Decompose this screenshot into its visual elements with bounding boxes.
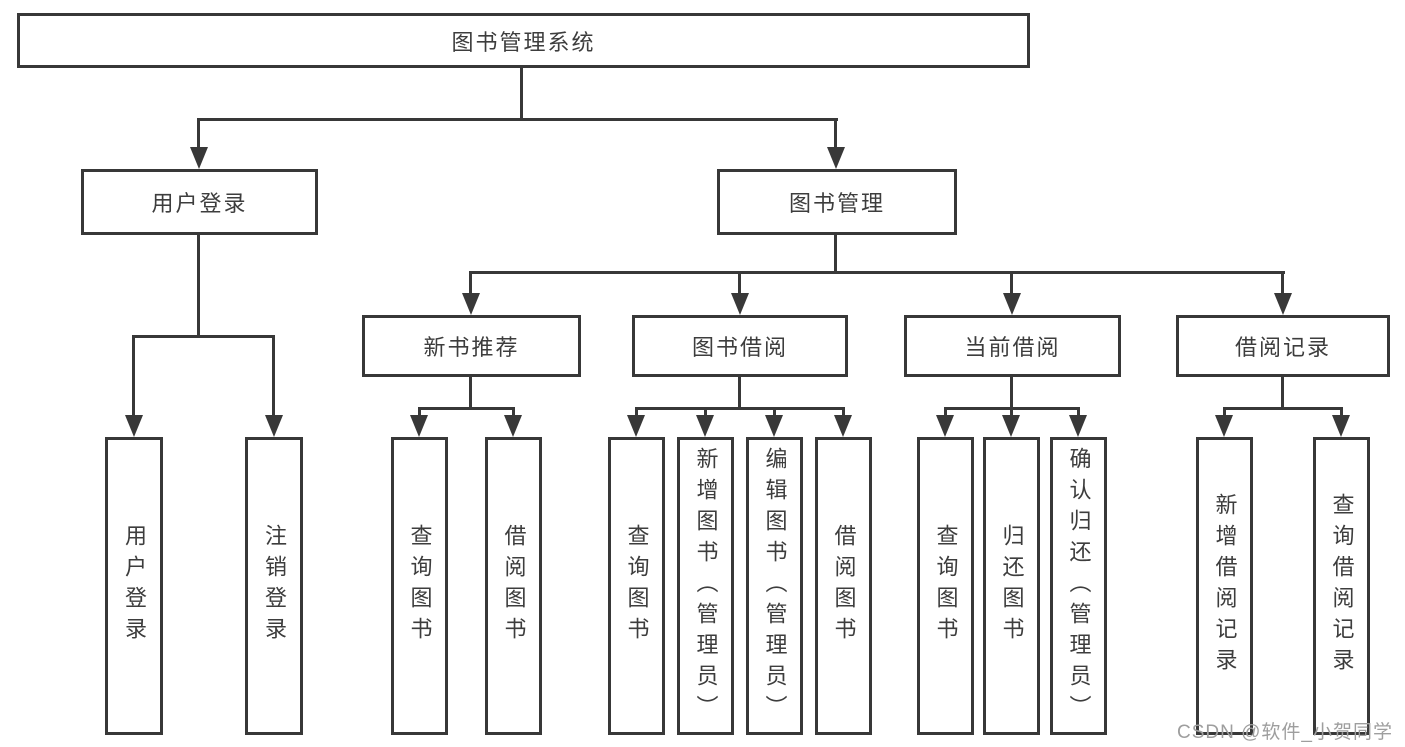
connector-borrowing-records-stem <box>1281 377 1284 407</box>
leaf-borrowing-edit-books-admin: 编辑图书（管理员） <box>746 437 803 735</box>
leaf-records-query-record: 查询借阅记录 <box>1313 437 1370 735</box>
arrow-down-icon <box>627 415 645 437</box>
connector-drop-leaf <box>1223 407 1226 417</box>
connector-drop-new-book <box>469 271 472 295</box>
leaf-logout: 注销登录 <box>245 437 303 735</box>
connector-user-login-bar <box>132 335 275 338</box>
leaf-current-return-books: 归还图书 <box>983 437 1040 735</box>
arrow-down-icon <box>1274 293 1292 315</box>
node-label: 查询图书 <box>933 524 959 648</box>
connector-user-login-stem <box>197 235 200 335</box>
node-library-management-system: 图书管理系统 <box>17 13 1030 68</box>
node-label: 借阅记录 <box>1234 335 1331 360</box>
connector-new-book-stem <box>469 377 472 407</box>
connector-drop-leaf <box>272 335 275 417</box>
arrow-down-icon <box>936 415 954 437</box>
arrow-down-icon <box>1332 415 1350 437</box>
connector-drop-current-borrowing <box>1010 271 1013 295</box>
node-label: 借阅图书 <box>831 524 857 648</box>
connector-book-management-stem <box>834 235 837 271</box>
connector-drop-book-borrowing <box>738 271 741 295</box>
connector-drop-borrowing-records <box>1281 271 1284 295</box>
connector-drop-leaf <box>418 407 421 417</box>
arrow-down-icon <box>265 415 283 437</box>
node-label: 归还图书 <box>999 524 1025 648</box>
node-new-book-recommend: 新书推荐 <box>362 315 581 377</box>
node-label: 编辑图书（管理员） <box>762 446 788 726</box>
arrow-down-icon <box>827 147 845 169</box>
arrow-down-icon <box>410 415 428 437</box>
leaf-borrowing-query-books: 查询图书 <box>608 437 665 735</box>
connector-borrowing-records-bar <box>1223 407 1343 410</box>
connector-drop-user-login <box>197 118 200 148</box>
leaf-current-confirm-return-admin: 确认归还（管理员） <box>1050 437 1107 735</box>
node-label: 确认归还（管理员） <box>1066 446 1092 726</box>
connector-drop-leaf <box>1340 407 1343 417</box>
arrow-down-icon <box>696 415 714 437</box>
arrow-down-icon <box>765 415 783 437</box>
arrow-down-icon <box>1002 415 1020 437</box>
connector-drop-leaf <box>635 407 638 417</box>
node-label: 新增图书（管理员） <box>693 446 719 726</box>
leaf-borrowing-borrow-books: 借阅图书 <box>815 437 872 735</box>
connector-drop-leaf <box>773 407 776 417</box>
connector-drop-leaf <box>1077 407 1080 417</box>
connector-book-borrowing-stem <box>738 377 741 407</box>
arrow-down-icon <box>1069 415 1087 437</box>
arrow-down-icon <box>834 415 852 437</box>
node-label: 图书管理系统 <box>451 29 596 55</box>
node-label: 新书推荐 <box>423 335 520 360</box>
arrow-down-icon <box>462 293 480 315</box>
node-label: 查询借阅记录 <box>1329 493 1355 679</box>
leaf-borrowing-add-books-admin: 新增图书（管理员） <box>677 437 734 735</box>
leaf-current-query-books: 查询图书 <box>917 437 974 735</box>
connector-drop-leaf <box>132 335 135 417</box>
arrow-down-icon <box>731 293 749 315</box>
arrow-down-icon <box>190 147 208 169</box>
arrow-down-icon <box>1215 415 1233 437</box>
node-book-borrowing: 图书借阅 <box>632 315 848 377</box>
node-user-login: 用户登录 <box>81 169 318 235</box>
node-label: 图书借阅 <box>691 335 788 360</box>
connector-level2-bar <box>469 271 1285 274</box>
node-label: 图书管理 <box>788 191 885 216</box>
leaf-newbook-query-books: 查询图书 <box>391 437 448 735</box>
node-label: 查询图书 <box>624 524 650 648</box>
leaf-newbook-borrow-books: 借阅图书 <box>485 437 542 735</box>
connector-drop-leaf <box>944 407 947 417</box>
connector-book-borrowing-bar <box>635 407 845 410</box>
connector-current-borrowing-stem <box>1010 377 1013 407</box>
connector-drop-book-management <box>834 118 837 148</box>
node-borrowing-records: 借阅记录 <box>1176 315 1390 377</box>
connector-drop-leaf <box>704 407 707 417</box>
arrow-down-icon <box>125 415 143 437</box>
csdn-watermark: CSDN @软件_小贺同学 <box>1177 722 1393 743</box>
node-book-management: 图书管理 <box>717 169 957 235</box>
node-label: 查询图书 <box>407 524 433 648</box>
connector-root-stem <box>520 68 523 118</box>
connector-drop-leaf <box>512 407 515 417</box>
leaf-user-login: 用户登录 <box>105 437 163 735</box>
connector-drop-leaf <box>1010 407 1013 417</box>
node-current-borrowing: 当前借阅 <box>904 315 1121 377</box>
leaf-records-add-record: 新增借阅记录 <box>1196 437 1253 735</box>
connector-level1-bar <box>198 118 838 121</box>
arrow-down-icon <box>1003 293 1021 315</box>
connector-new-book-bar <box>418 407 515 410</box>
arrow-down-icon <box>504 415 522 437</box>
node-label: 注销登录 <box>262 524 287 648</box>
node-label: 用户登录 <box>151 191 248 216</box>
connector-drop-leaf <box>842 407 845 417</box>
node-label: 新增借阅记录 <box>1212 493 1238 679</box>
node-label: 用户登录 <box>122 524 147 648</box>
node-label: 借阅图书 <box>501 524 527 648</box>
node-label: 当前借阅 <box>964 335 1061 360</box>
